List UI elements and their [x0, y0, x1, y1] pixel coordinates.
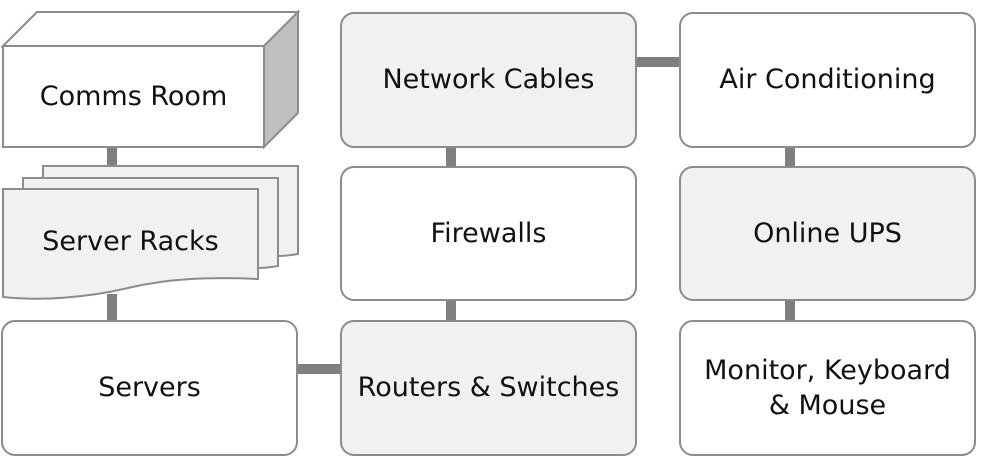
air-conditioning-node: Air Conditioning: [679, 12, 976, 148]
connector-servers-to-routers: [297, 364, 341, 374]
server-racks-stack-shape: [1, 165, 299, 300]
monitor-keyboard-mouse-label: Monitor, Keyboard & Mouse: [704, 354, 951, 421]
monitor-keyboard-mouse-node: Monitor, Keyboard & Mouse: [679, 320, 976, 456]
connector-air-conditioning-to-online-ups: [785, 147, 795, 167]
connector-online-ups-to-monitor: [785, 299, 795, 321]
connector-network-cables-to-firewalls: [446, 147, 456, 167]
routers-switches-node: Routers & Switches: [340, 320, 637, 456]
connector-network-cables-to-air-conditioning: [636, 57, 680, 67]
air-conditioning-label: Air Conditioning: [719, 64, 936, 96]
routers-switches-label: Routers & Switches: [357, 372, 620, 404]
servers-node: Servers: [1, 320, 298, 456]
network-cables-label: Network Cables: [382, 64, 595, 96]
connector-firewalls-to-routers: [446, 299, 456, 321]
network-cables-node: Network Cables: [340, 12, 637, 148]
firewalls-node: Firewalls: [340, 166, 637, 301]
firewalls-label: Firewalls: [430, 217, 547, 249]
comms-room-cube-shape: [0, 9, 301, 150]
online-ups-label: Online UPS: [753, 217, 902, 249]
servers-label: Servers: [98, 372, 201, 404]
connector-comms-room-to-server-racks: [107, 146, 117, 172]
connector-server-racks-to-servers: [107, 294, 117, 324]
online-ups-node: Online UPS: [679, 166, 976, 301]
